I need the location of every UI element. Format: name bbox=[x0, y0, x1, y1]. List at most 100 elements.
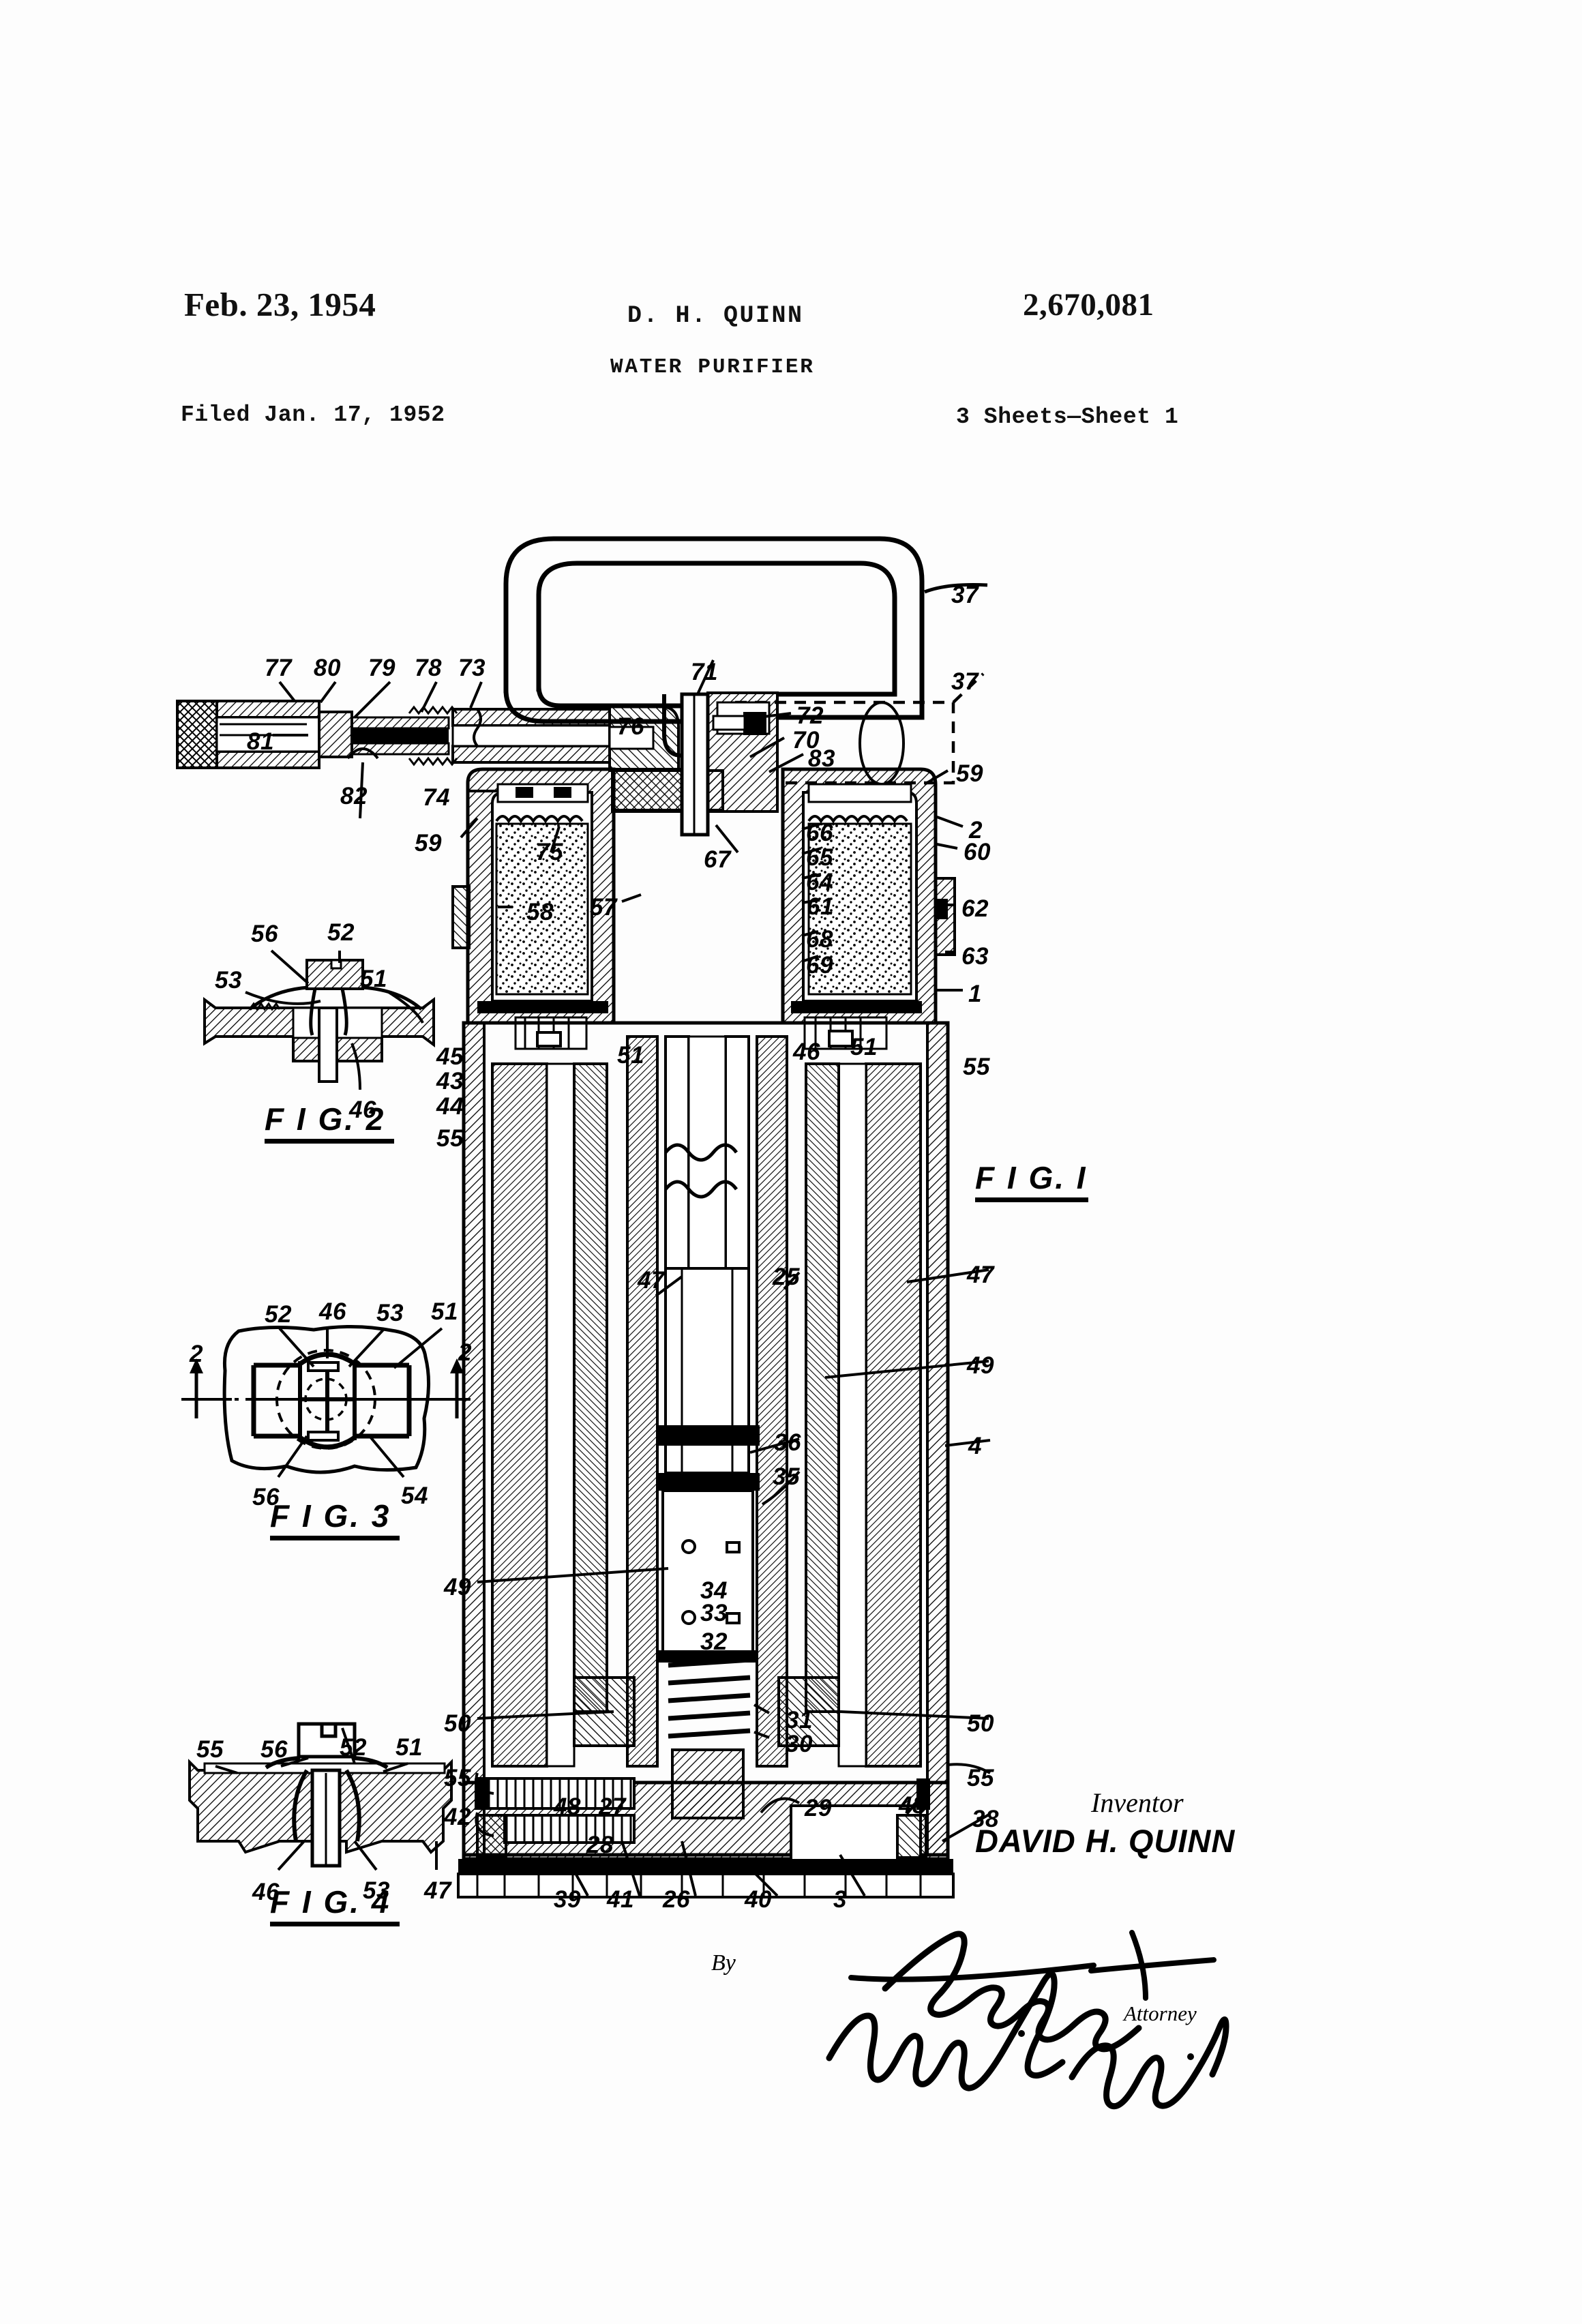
ref-numeral-46: 46 bbox=[793, 1039, 820, 1065]
fig2-caption-underline bbox=[265, 1139, 394, 1144]
fig4-caption: F I G. 4 bbox=[270, 1883, 400, 1926]
ref-numeral-43: 43 bbox=[436, 1068, 464, 1094]
ref-numeral-1: 1 bbox=[968, 981, 982, 1007]
cap-and-spindle bbox=[611, 659, 804, 854]
ref-numeral-60: 60 bbox=[964, 839, 991, 865]
ref-numeral-65: 65 bbox=[806, 844, 833, 871]
sheet-count: 3 Sheets—Sheet 1 bbox=[956, 404, 1179, 430]
fig3-caption-underline bbox=[270, 1536, 400, 1540]
ref-numeral-3: 3 bbox=[833, 1886, 847, 1913]
inlet-assembly bbox=[176, 681, 724, 819]
ref-numeral-46: 46 bbox=[252, 1879, 280, 1905]
fig2-caption-text: F I G. 2 bbox=[265, 1101, 386, 1137]
ref-numeral-36: 36 bbox=[774, 1429, 801, 1456]
ref-numeral-68: 68 bbox=[806, 926, 833, 953]
ref-numeral-30: 30 bbox=[786, 1731, 813, 1757]
ref-numeral-59: 59 bbox=[415, 830, 442, 856]
ref-numeral-83: 83 bbox=[808, 745, 835, 772]
fig1-caption-text: F I G. I bbox=[975, 1160, 1088, 1195]
ref-numeral-55: 55 bbox=[196, 1736, 224, 1763]
fig4-caption-underline bbox=[270, 1922, 400, 1926]
ref-numeral-26: 26 bbox=[663, 1886, 690, 1913]
ref-numeral-57: 57 bbox=[590, 894, 617, 921]
ref-numeral-28: 28 bbox=[586, 1832, 614, 1858]
inventor-initials: D. H. QUINN bbox=[627, 302, 804, 329]
left-cartridge bbox=[451, 767, 642, 1050]
ref-numeral-71: 71 bbox=[691, 659, 718, 685]
right-cartridge bbox=[781, 767, 964, 1050]
ref-numeral-2: 2 bbox=[190, 1341, 203, 1367]
ref-numeral-45: 45 bbox=[436, 1043, 464, 1070]
ref-numeral-53: 53 bbox=[363, 1877, 390, 1904]
ref-numeral-62: 62 bbox=[961, 895, 989, 922]
ref-numeral-44: 44 bbox=[436, 1093, 464, 1120]
fig1-assembly bbox=[176, 536, 991, 1898]
ref-numeral-78: 78 bbox=[415, 655, 442, 681]
fig3-caption: F I G. 3 bbox=[270, 1498, 400, 1540]
ref-numeral-49: 49 bbox=[967, 1352, 994, 1379]
ref-numeral-69: 69 bbox=[806, 952, 833, 979]
ref-numeral-34: 34 bbox=[700, 1577, 728, 1604]
ref-numeral-73: 73 bbox=[458, 655, 486, 681]
ref-numeral-51: 51 bbox=[431, 1298, 458, 1325]
ref-numeral-70: 70 bbox=[792, 727, 820, 754]
ref-numeral-50: 50 bbox=[444, 1710, 471, 1737]
ref-numeral-55: 55 bbox=[436, 1125, 464, 1152]
ref-numeral-53: 53 bbox=[376, 1300, 404, 1326]
patent-number: 2,670,081 bbox=[1023, 287, 1154, 323]
ref-numeral-67: 67 bbox=[704, 846, 731, 873]
ref-numeral-47: 47 bbox=[424, 1877, 451, 1904]
ref-numeral-39: 39 bbox=[554, 1886, 581, 1913]
fig1-caption-underline bbox=[975, 1197, 1088, 1202]
ref-numeral-58: 58 bbox=[526, 899, 554, 925]
ref-numeral-54: 54 bbox=[401, 1483, 428, 1509]
main-body bbox=[457, 1021, 991, 1898]
ref-numeral-29: 29 bbox=[805, 1795, 832, 1821]
ref-numeral-49: 49 bbox=[444, 1574, 471, 1600]
ref-numeral-72: 72 bbox=[796, 702, 824, 729]
ref-numeral-64: 64 bbox=[806, 869, 833, 895]
ref-numeral-2: 2 bbox=[458, 1339, 472, 1366]
ref-numeral-79: 79 bbox=[368, 655, 395, 681]
ref-numeral-37: 37 bbox=[951, 582, 979, 608]
ref-numeral-51: 51 bbox=[617, 1042, 644, 1069]
ref-numeral-40: 40 bbox=[745, 1886, 772, 1913]
ref-numeral-52: 52 bbox=[340, 1734, 367, 1761]
ref-numeral-55: 55 bbox=[967, 1765, 994, 1791]
ref-numeral-42: 42 bbox=[444, 1804, 471, 1830]
patent-title: WATER PURIFIER bbox=[610, 355, 815, 379]
publication-date: Feb. 23, 1954 bbox=[184, 286, 376, 323]
ref-numeral-46: 46 bbox=[349, 1097, 376, 1123]
fig3-caption-text: F I G. 3 bbox=[270, 1498, 391, 1534]
ref-numeral-53: 53 bbox=[215, 967, 242, 994]
fig1-caption: F I G. I bbox=[975, 1159, 1088, 1202]
ref-numeral-82: 82 bbox=[340, 783, 368, 809]
ref-numeral-80: 80 bbox=[314, 655, 341, 681]
ref-numeral-33: 33 bbox=[700, 1600, 728, 1626]
ref-numeral-37: 37 bbox=[951, 668, 979, 695]
ref-numeral-50: 50 bbox=[967, 1710, 994, 1737]
ref-numeral-46: 46 bbox=[319, 1298, 346, 1325]
fig3-detail bbox=[181, 1324, 471, 1478]
inventor-name: DAVID H. QUINN bbox=[975, 1823, 1236, 1859]
ref-numeral-66: 66 bbox=[806, 820, 833, 846]
ref-numeral-63: 63 bbox=[961, 943, 989, 970]
ref-numeral-47: 47 bbox=[967, 1262, 994, 1288]
fig4-caption-text: F I G. 4 bbox=[270, 1884, 391, 1920]
ref-numeral-76: 76 bbox=[617, 713, 644, 740]
ref-numeral-41: 41 bbox=[607, 1886, 634, 1913]
fig4-detail bbox=[188, 1722, 453, 1871]
ref-numeral-4: 4 bbox=[968, 1433, 982, 1459]
ref-numeral-77: 77 bbox=[265, 655, 292, 681]
ref-numeral-38: 38 bbox=[972, 1806, 999, 1832]
ref-numeral-51: 51 bbox=[395, 1734, 423, 1761]
ref-numeral-55: 55 bbox=[444, 1765, 471, 1791]
ref-numeral-32: 32 bbox=[700, 1628, 728, 1655]
ref-numeral-55: 55 bbox=[963, 1054, 990, 1080]
ref-numeral-61: 61 bbox=[807, 893, 834, 920]
fig2-caption: F I G. 2 bbox=[265, 1101, 394, 1144]
ref-numeral-31: 31 bbox=[786, 1707, 813, 1733]
ref-numeral-56: 56 bbox=[252, 1484, 280, 1510]
ref-numeral-48: 48 bbox=[554, 1793, 581, 1820]
